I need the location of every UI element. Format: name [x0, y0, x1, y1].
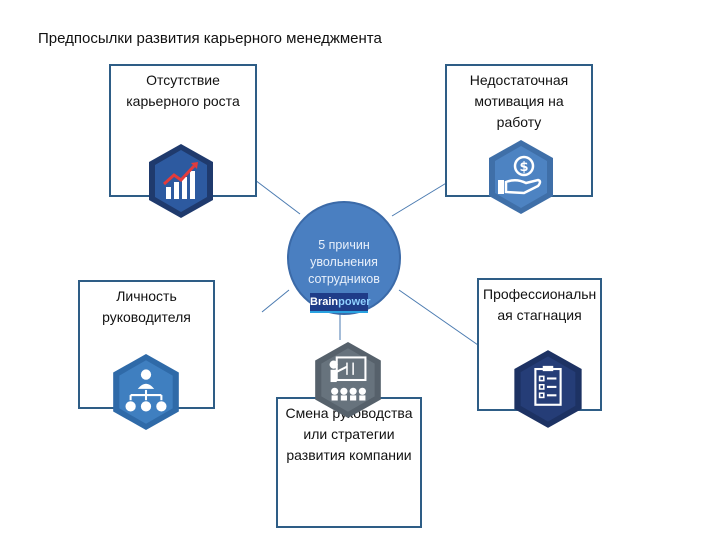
page-title: Предпосылки развития карьерного менеджме… [38, 30, 382, 47]
brainpower-logo: Brainpower [310, 293, 371, 313]
connector-line [391, 181, 449, 217]
svg-text:$: $ [519, 160, 528, 175]
growth-chart-icon [149, 144, 213, 218]
hierarchy-icon [113, 354, 179, 430]
cause-box-manager-personality: Личность руководителя [78, 280, 215, 409]
logo-text-power: power [338, 296, 371, 308]
connector-line [254, 179, 301, 215]
connector-line [398, 289, 479, 346]
money-hand-icon: $ [489, 140, 553, 214]
cause-label: Отсутствие карьерного роста [126, 72, 240, 109]
checklist-icon [514, 350, 582, 428]
logo-text-brain: Brain [310, 296, 339, 308]
presentation-icon [315, 342, 381, 418]
connector-line [261, 289, 290, 313]
cause-label: Личность руководителя [102, 288, 191, 325]
cause-box-leadership-change: Смена руководства или стратегии развития… [276, 397, 422, 528]
center-text: 5 причин увольнения сотрудников [308, 238, 380, 286]
cause-label: Профессиональн ая стагнация [483, 286, 597, 323]
cause-label: Недостаточная мотивация на работу [469, 72, 569, 130]
